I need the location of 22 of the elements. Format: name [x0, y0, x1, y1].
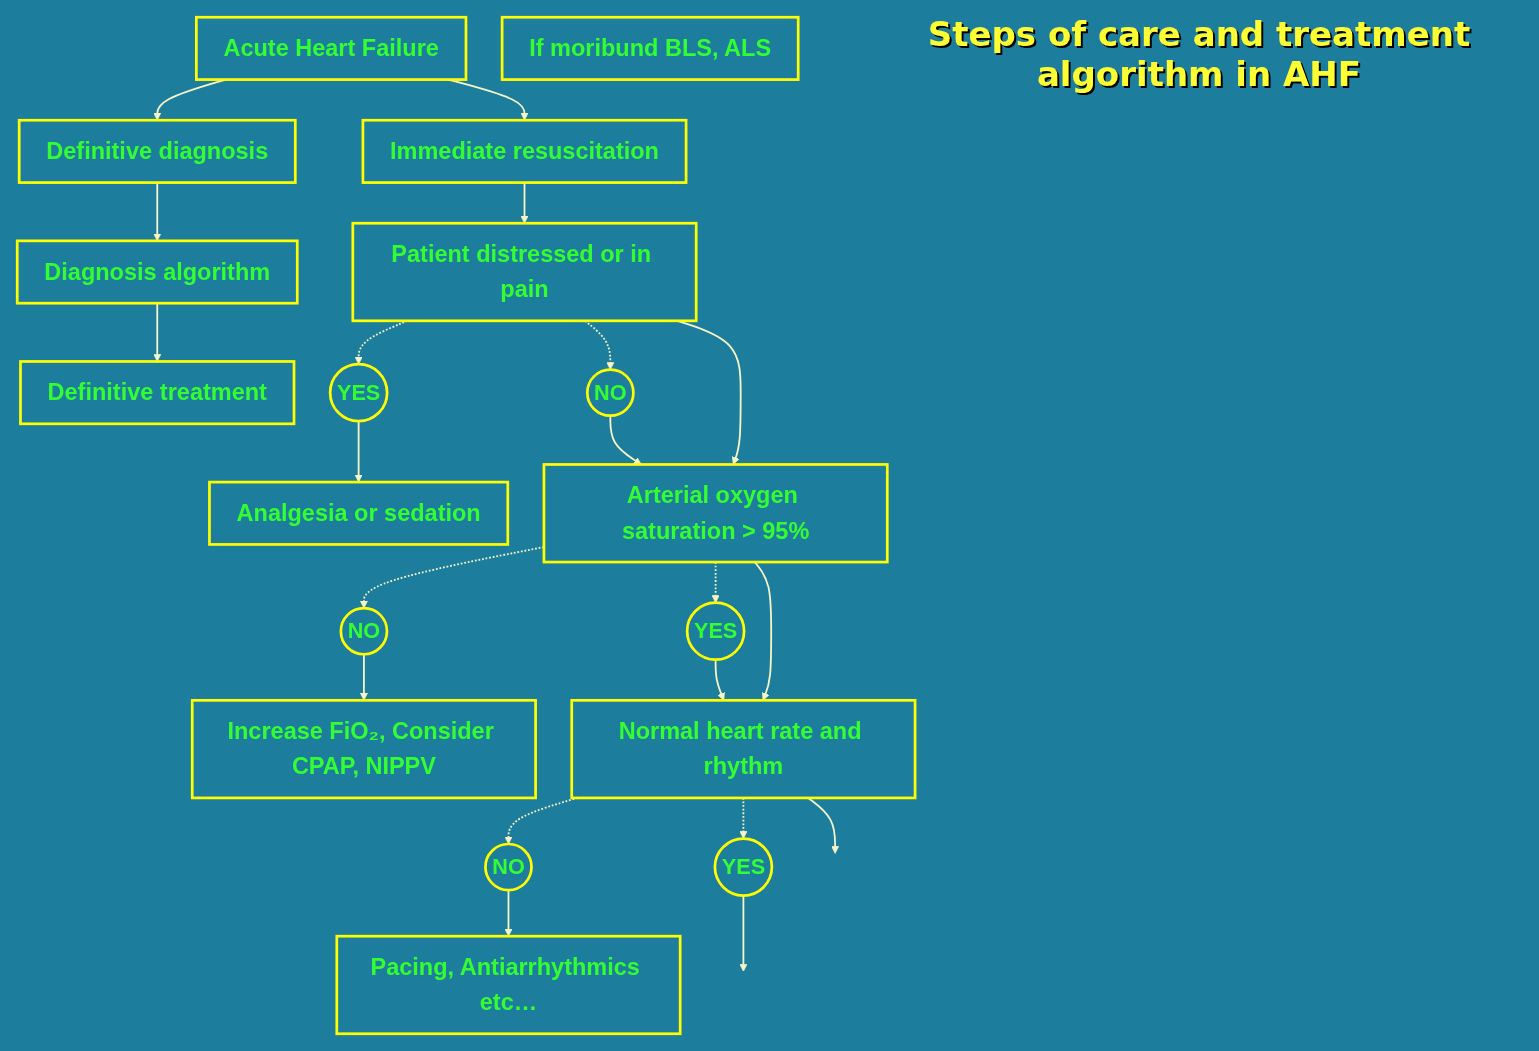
node-box: Pacing, Antiarrhythmics etc…: [335, 934, 682, 1036]
arrow: [504, 889, 513, 937]
node-box: Increase FiO₂, Consider CPAP, NIPPV: [190, 699, 537, 800]
node-circle: NO: [585, 368, 635, 418]
node-circle: NO: [339, 606, 389, 656]
node-box: Immediate resuscitation: [361, 118, 688, 184]
title: Steps of care and treatment algorithm in AHF: [926, 14, 1472, 94]
node-box: Arterial oxygen saturation > 95%: [542, 463, 889, 564]
arrow: [354, 420, 363, 483]
node-box: Definitive treatment: [19, 360, 296, 426]
node-circle: NO: [484, 842, 533, 892]
arrow: [807, 797, 840, 854]
node-box: Definitive diagnosis: [17, 118, 297, 184]
node-box: Analgesia or sedation: [208, 480, 510, 546]
node-box: If moribund BLS, ALS: [500, 15, 800, 81]
node-circle: YES: [685, 601, 746, 662]
node-circle: YES: [328, 362, 389, 423]
node-box: Acute Heart Failure: [195, 15, 468, 81]
node-box: Diagnosis algorithm: [15, 239, 299, 305]
node-box: Patient distressed or in pain: [351, 221, 698, 323]
node-circle: YES: [713, 837, 774, 897]
node-box: Normal heart rate and rhythm: [570, 699, 917, 800]
